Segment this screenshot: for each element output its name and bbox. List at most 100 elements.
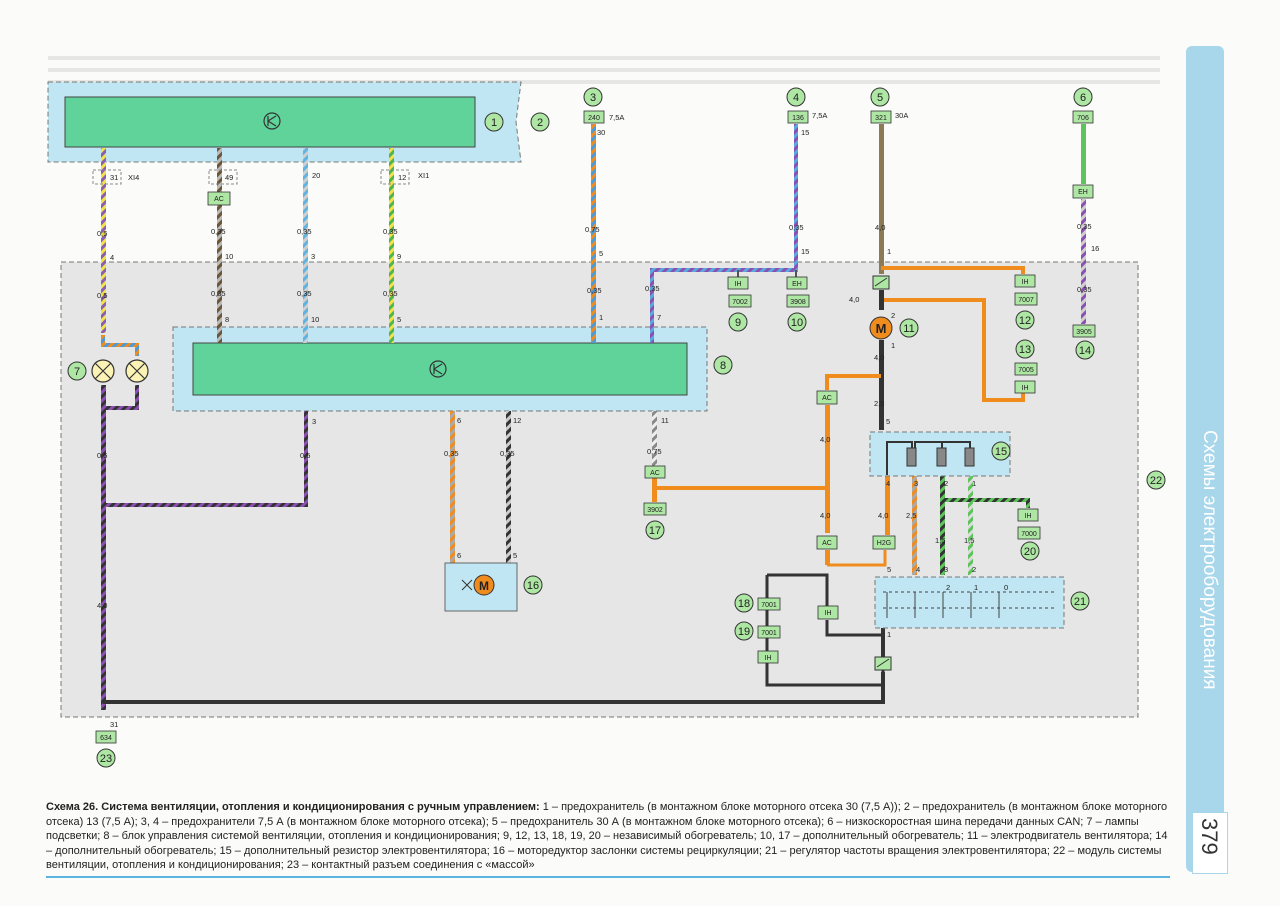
callout-6: 6: [1080, 92, 1086, 104]
recirc-motor-icon: M: [461, 574, 495, 596]
res-sec-3: 2,5: [906, 511, 916, 520]
fuse3-terminal: 30: [597, 128, 605, 137]
connector-ac49: [208, 169, 238, 185]
motor-pin-low: 5: [886, 417, 890, 426]
g20-code: 7000: [1021, 531, 1037, 538]
w3-pin2: 10: [311, 315, 319, 324]
page-number-box: [1192, 812, 1228, 874]
callout-circles: [67, 87, 1166, 768]
w1-section3: 0,5: [97, 451, 107, 460]
res-pin-1: 1: [972, 479, 976, 488]
wb6-pin: 6: [457, 416, 461, 425]
fuse4-code: 136: [792, 115, 804, 122]
fuse3-section: 0,75: [585, 225, 600, 234]
callout-18: 18: [738, 598, 750, 610]
section-title: Схемы электрооборудования: [1199, 430, 1220, 690]
callout-3: 3: [590, 92, 596, 104]
callout-11: 11: [903, 323, 914, 335]
res-sec-4: 4,0: [878, 511, 888, 520]
callout-2: 2: [537, 117, 543, 129]
res-sec-1: 1,5: [964, 536, 974, 545]
caption-title: Схема 26. Система вентиляции, отопления …: [46, 801, 540, 813]
b11-code: 3902: [647, 507, 663, 514]
callout-4: 4: [793, 92, 799, 104]
fuse5-pin: 1: [887, 247, 891, 256]
wb11-section: 0,75: [647, 447, 662, 456]
fuse3-code: 240: [588, 115, 600, 122]
res-pin-3: 3: [914, 479, 918, 488]
res-pin-2: 2: [944, 479, 948, 488]
w1-ground-pin: 31: [110, 720, 118, 729]
callout-22: 22: [1150, 475, 1162, 487]
motor-section-low: 2,5: [874, 399, 884, 408]
g12-tag: IH: [1022, 279, 1029, 286]
fuse5-code: 321: [875, 115, 887, 122]
ground-symbol-icon: [872, 275, 890, 290]
fuse3-rating: 7,5A: [609, 113, 624, 122]
fuse4-terminal: 15: [801, 128, 809, 137]
fuse6-code: 706: [1077, 115, 1089, 122]
reg-pin-0: 0: [1004, 583, 1008, 592]
transistor-icon: [263, 112, 281, 130]
g9-tag: IH: [735, 281, 742, 288]
c20-pin: 20: [312, 171, 320, 180]
callout-8: 8: [720, 360, 726, 372]
reg-pin-1: 1: [974, 583, 978, 592]
lamp-icon: [91, 359, 115, 383]
g13-code: 7005: [1018, 367, 1034, 374]
g12-code: 7007: [1018, 297, 1034, 304]
fuse6-pin: 16: [1091, 244, 1099, 253]
callout-13: 13: [1019, 344, 1031, 356]
connector-xi1: [380, 169, 410, 185]
callout-5: 5: [877, 92, 883, 104]
reg-tag: IH: [825, 610, 832, 617]
wb6-pin-end: 6: [457, 551, 461, 560]
w4-pin2: 5: [397, 315, 401, 324]
ac49-tag: AC: [214, 196, 224, 203]
fuse4-rating: 7,5A: [812, 111, 827, 120]
reg-pin-low: 1: [887, 630, 891, 639]
w3-section: 0,35: [297, 227, 312, 236]
callout-1: 1: [491, 117, 497, 129]
w1-section2: 0,5: [97, 291, 107, 300]
g19-tag: IH: [765, 655, 772, 662]
g18-code: 7001: [761, 602, 777, 609]
tag-boxes: [95, 110, 1096, 744]
g10-tag: EH: [792, 281, 802, 288]
can-pin: 7: [657, 313, 661, 322]
w2-pin2: 8: [225, 315, 229, 324]
w4-section: 0,35: [383, 227, 398, 236]
fuse3-section2: 0,35: [587, 286, 602, 295]
g13-tag: IH: [1022, 385, 1029, 392]
g20-tag: IH: [1025, 513, 1032, 520]
recirc-motor-label: M: [479, 579, 489, 593]
section-tab: [1186, 46, 1224, 872]
faded-header-text: [48, 56, 1160, 84]
wb11-pin: 11: [661, 416, 669, 425]
xi1-name: XI1: [418, 171, 429, 180]
w1-pin: 4: [110, 253, 114, 262]
b11-tag: AC: [650, 470, 660, 477]
reg-pin-3: 3: [944, 565, 948, 574]
motor-pin-top: 2: [891, 311, 895, 320]
callout-10: 10: [791, 317, 803, 329]
callout-16: 16: [527, 580, 539, 592]
g19-code: 7001: [761, 630, 777, 637]
w3-pin: 3: [311, 252, 315, 261]
motor-section-top: 4,0: [849, 295, 859, 304]
wb3-pin: 3: [312, 417, 316, 426]
can-section: 0,35: [645, 284, 660, 293]
fuse5-rating: 30A: [895, 111, 908, 120]
wb3-section: 0,5: [300, 451, 310, 460]
reg-pin-4: 4: [916, 565, 920, 574]
g10-code: 3908: [790, 299, 806, 306]
fuse4-section: 0,35: [789, 223, 804, 232]
reg-pin-2b: 2: [946, 583, 950, 592]
callout-12: 12: [1019, 315, 1031, 327]
callout-17: 17: [649, 525, 661, 537]
wb12-pin-end: 5: [513, 551, 517, 560]
fuse6-end-code: 3905: [1076, 329, 1092, 336]
res-sec-2: 1,5: [935, 536, 945, 545]
